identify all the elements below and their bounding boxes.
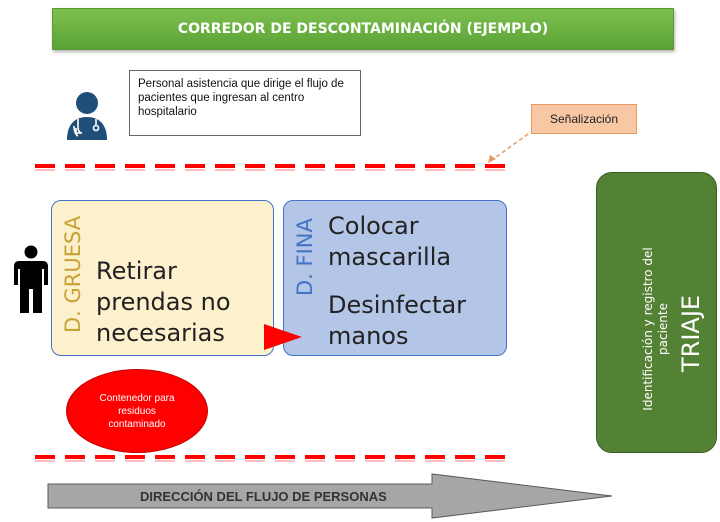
triaje-zone	[596, 172, 717, 453]
fina-instruction-hands: Desinfectar manos	[328, 291, 467, 350]
triaje-subtitle: Identificación y registro del paciente	[641, 247, 670, 411]
gruesa-label: D. GRUESA	[61, 215, 85, 333]
fina-label: D. FINA	[293, 218, 317, 296]
diagram-title: CORREDOR DE DESCONTAMINACIÓN (EJEMPLO)	[52, 8, 674, 50]
doctor-icon	[67, 92, 107, 140]
gruesa-zone	[51, 200, 274, 356]
fina-instruction-mask: Colocar mascarilla	[328, 212, 452, 271]
flow-direction-arrow	[47, 473, 613, 519]
fina-zone	[283, 200, 507, 356]
staff-note-box: Personal asistencia que dirige el flujo …	[129, 70, 361, 136]
signage-label-box: Señalización	[531, 104, 637, 134]
flow-direction-label: DIRECCIÓN DEL FLUJO DE PERSONAS	[140, 489, 387, 504]
waste-container: Contenedor para residuos contaminado	[66, 369, 208, 453]
gruesa-instruction: Retirar prendas no necesarias	[96, 257, 231, 347]
person-icon	[14, 245, 48, 313]
triaje-title: TRIAJE	[677, 294, 705, 372]
transition-arrow	[264, 324, 302, 350]
signage-pointer-arrow	[491, 133, 529, 161]
